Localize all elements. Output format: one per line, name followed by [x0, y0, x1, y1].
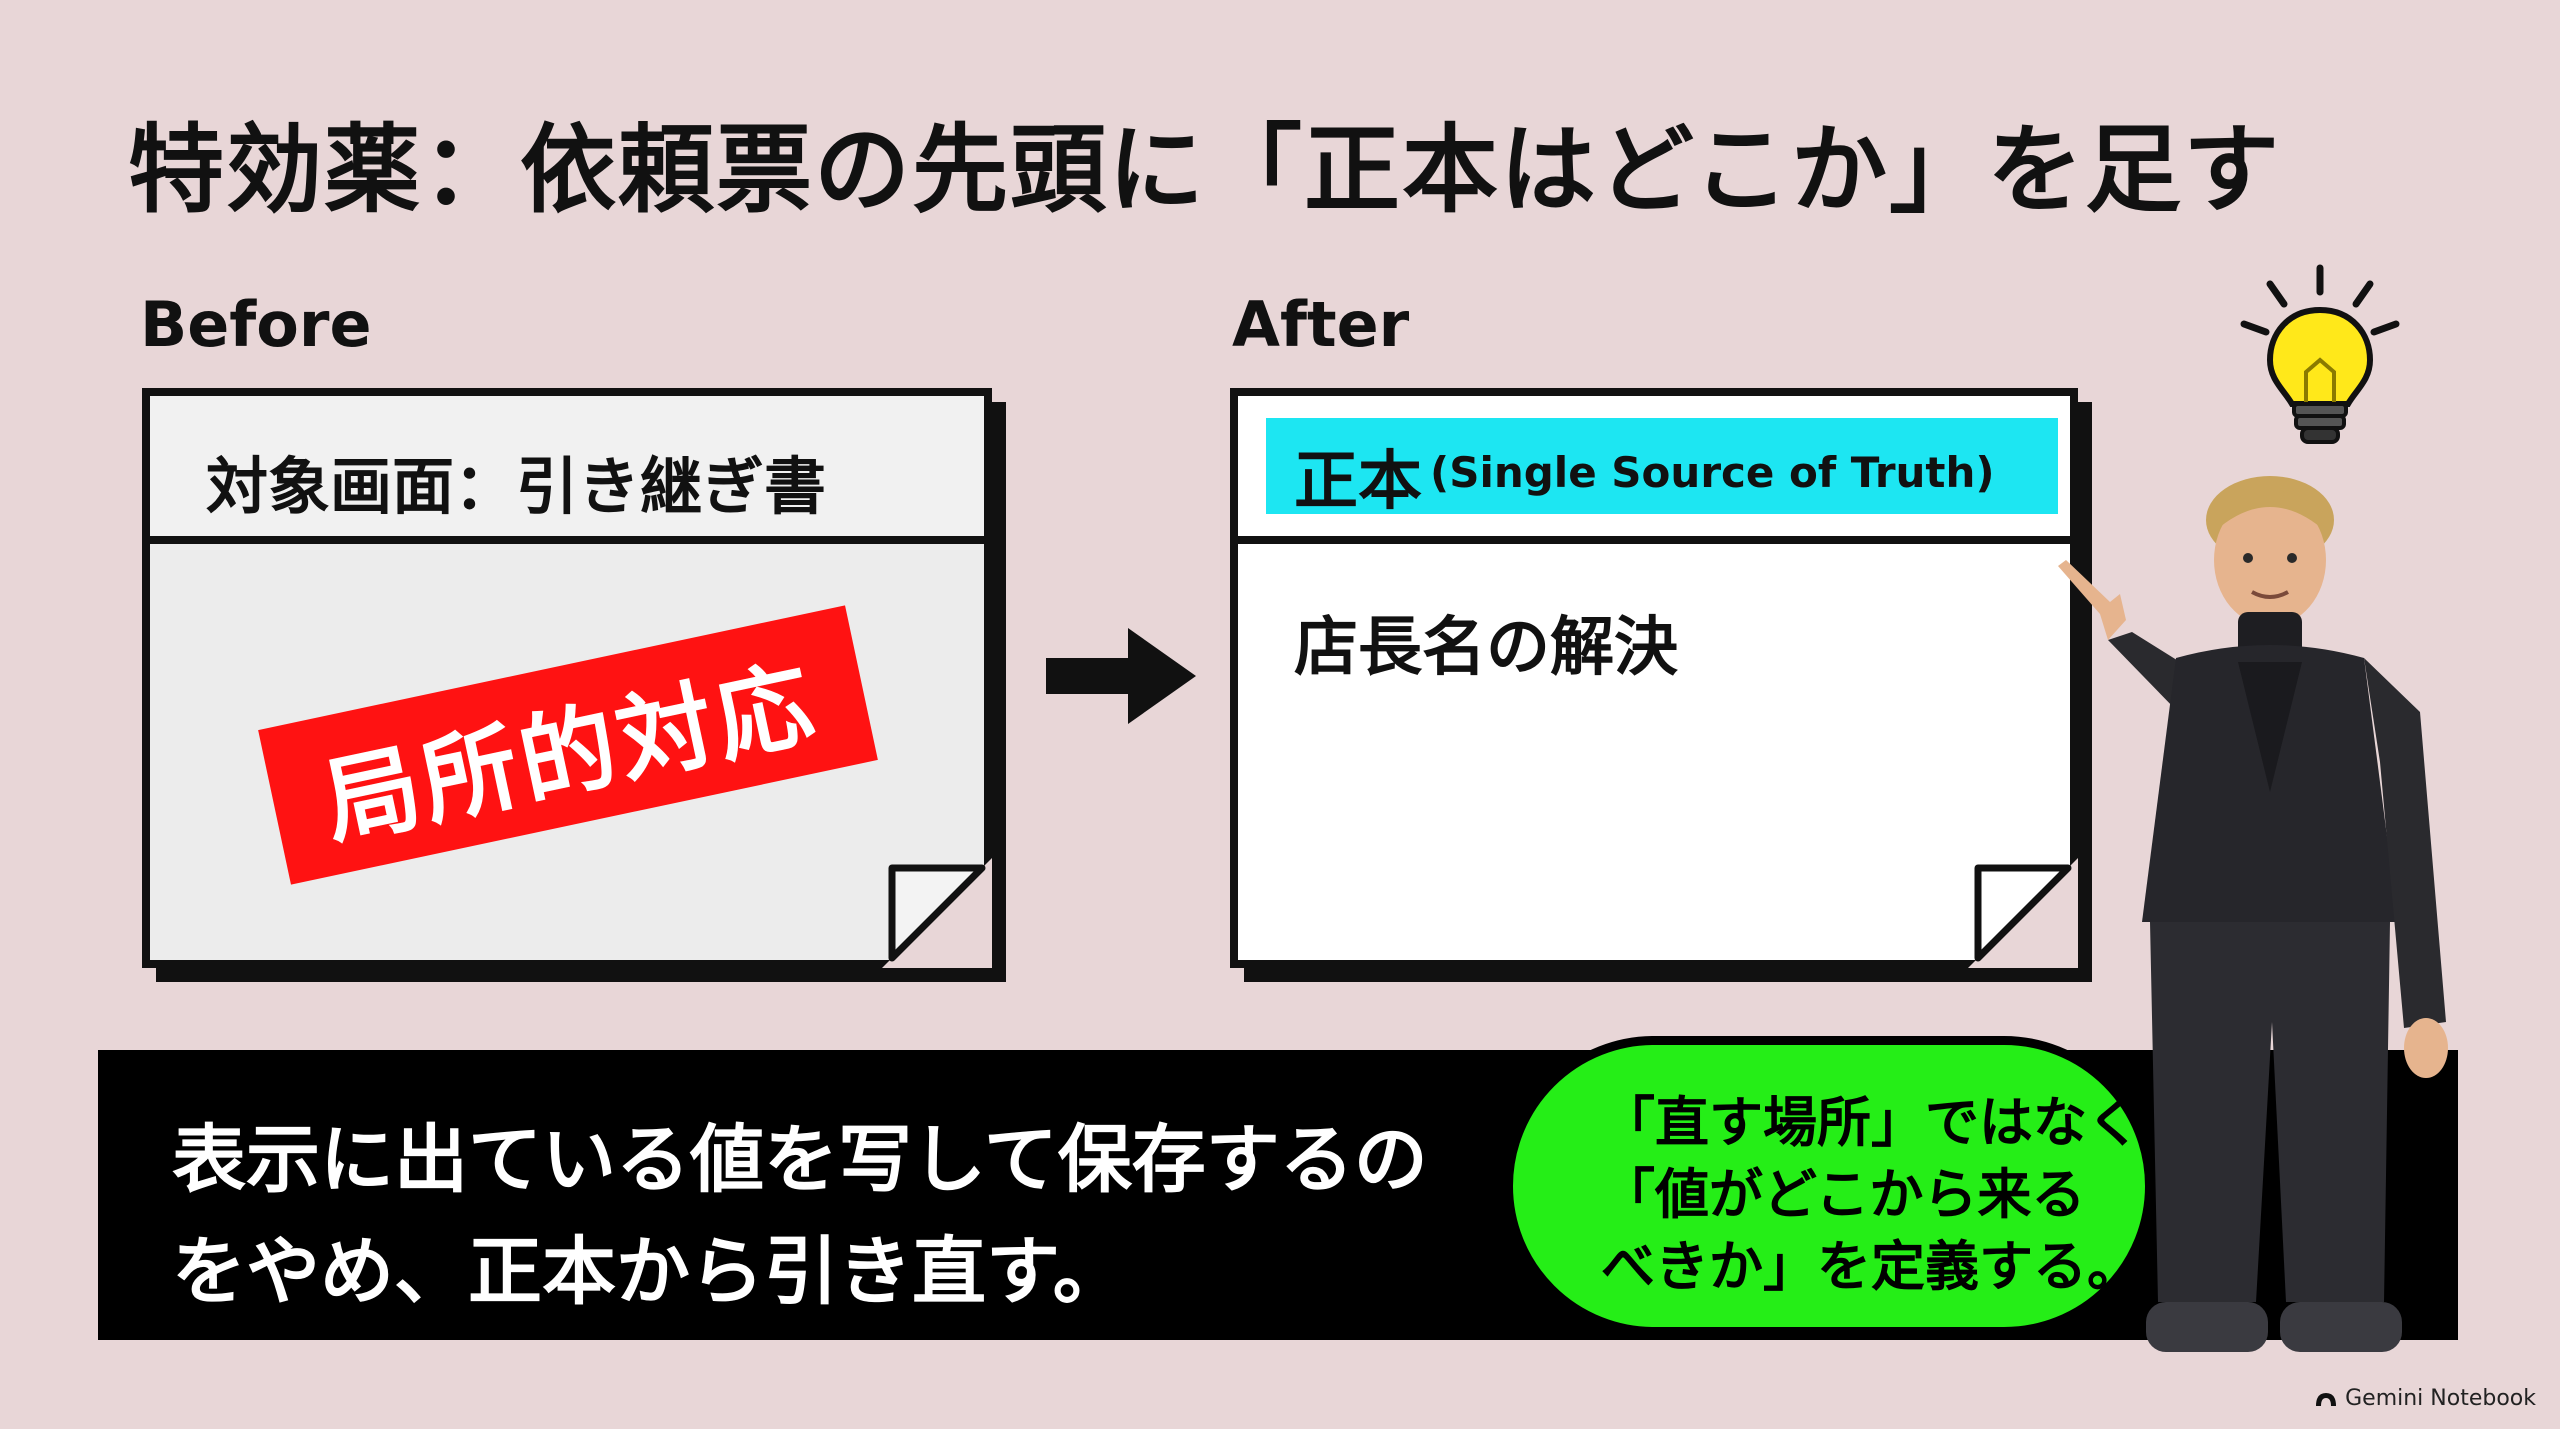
stamp-text: 局所的対応: [313, 646, 826, 861]
banner-line-1: 表示に出ている値を写して保存するの: [172, 1117, 1428, 1203]
after-label: After: [1232, 288, 1410, 361]
banner-text: 表示に出ている値を写して保存するの をやめ、正本から引き直す。: [172, 1104, 1428, 1328]
bubble-line-1: 「直す場所」ではなく: [1601, 1091, 2141, 1154]
watermark-text: Gemini Notebook: [2345, 1386, 2536, 1411]
watermark: Gemini Notebook: [2315, 1386, 2536, 1411]
tag-sub-text: (Single Source of Truth): [1430, 448, 1995, 497]
presenter-figure: [2058, 476, 2448, 1352]
tag-main-text: 正本: [1294, 445, 1422, 519]
bubble-text: 「直す場所」ではなく 「値がどこから来る べきか」を定義する。: [1601, 1087, 2141, 1303]
page-fold-icon: [882, 858, 992, 968]
banner-line-2: をやめ、正本から引き直す。: [172, 1229, 1127, 1315]
single-source-tag: 正本 (Single Source of Truth): [1266, 418, 2058, 519]
slide-title: 特効薬：依頼票の先頭に「正本はどこか」を足す: [128, 114, 2282, 226]
after-body-text: 店長名の解決: [1294, 611, 1678, 685]
before-label: Before: [140, 288, 372, 361]
bubble-line-3: べきか」を定義する。: [1601, 1235, 2141, 1298]
lightbulb-icon: [2240, 264, 2400, 444]
after-card-header: 正本 (Single Source of Truth): [1238, 396, 2070, 544]
page-fold-icon: [1968, 858, 2078, 968]
before-card: 対象画面：引き継ぎ書 局所的対応: [142, 388, 992, 968]
before-card-header: 対象画面：引き継ぎ書: [150, 396, 984, 544]
after-card: 正本 (Single Source of Truth) 店長名の解決: [1230, 388, 2078, 968]
before-header-text: 対象画面：引き継ぎ書: [206, 450, 827, 523]
right-arrow-icon: [1046, 628, 1196, 724]
local-fix-stamp: 局所的対応: [258, 605, 878, 885]
gemini-logo-icon: [2316, 1392, 2337, 1406]
callout-bubble: 「直す場所」ではなく 「値がどこから来る べきか」を定義する。: [1504, 1036, 2154, 1336]
bubble-line-2: 「値がどこから来る: [1601, 1163, 2086, 1226]
